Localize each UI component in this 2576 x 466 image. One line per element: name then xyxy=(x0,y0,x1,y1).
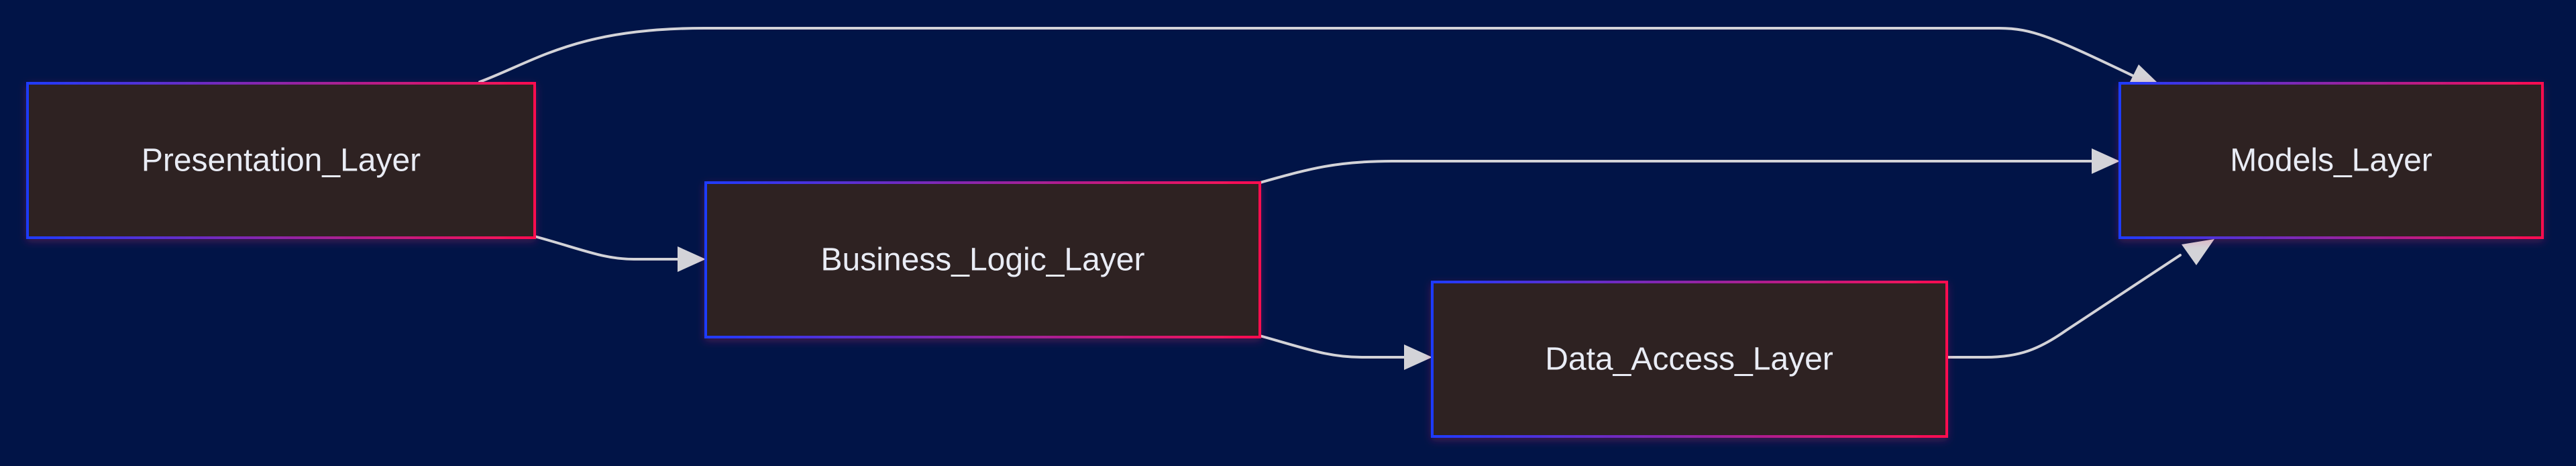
arrowhead-icon xyxy=(2182,239,2214,265)
node-data-access-layer[interactable]: Data_Access_Layer xyxy=(1431,281,1948,438)
edge-presentation-to-models xyxy=(478,27,2135,83)
node-label: Business_Logic_Layer xyxy=(821,242,1145,278)
edges xyxy=(478,27,2182,359)
arrowhead-icon xyxy=(2129,64,2157,85)
node-models-layer[interactable]: Models_Layer xyxy=(2118,82,2544,239)
edge-presentation-to-business xyxy=(533,235,679,261)
node-label: Presentation_Layer xyxy=(142,143,421,179)
edge-business-to-data-access xyxy=(1258,334,1407,359)
node-label: Models_Layer xyxy=(2230,143,2432,179)
edge-data-access-to-models xyxy=(1945,254,2182,359)
arrowhead-icon xyxy=(2092,148,2120,174)
arrowheads xyxy=(678,64,2214,370)
node-label: Data_Access_Layer xyxy=(1545,342,1833,377)
arrowhead-icon xyxy=(678,246,706,272)
edge-business-to-models xyxy=(1258,160,2094,184)
arrowhead-icon xyxy=(1404,344,1432,370)
node-presentation-layer[interactable]: Presentation_Layer xyxy=(26,82,536,239)
node-business-logic-layer[interactable]: Business_Logic_Layer xyxy=(704,181,1261,338)
